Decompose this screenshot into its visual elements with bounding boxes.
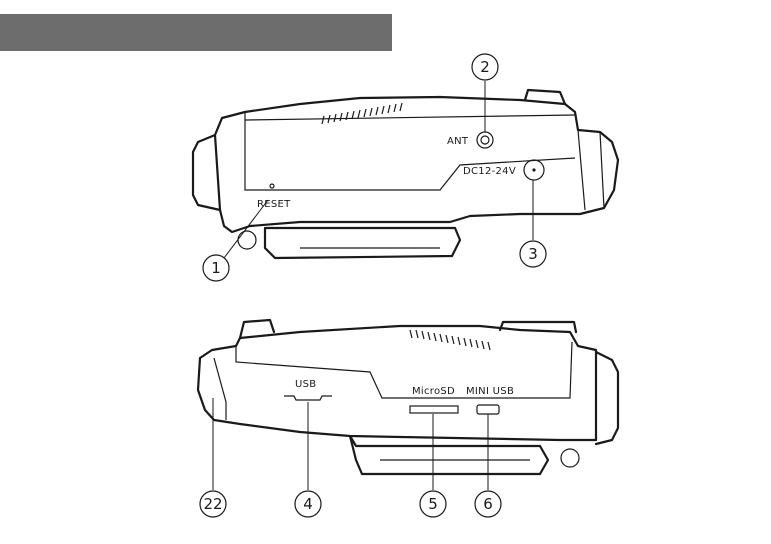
bottom-device-view: USB MicroSD MINI USB 22 4 5 6 bbox=[198, 320, 618, 517]
dc-label: DC12-24V bbox=[463, 166, 516, 177]
callout-5: 5 bbox=[428, 495, 438, 513]
microsd-slot-icon bbox=[410, 406, 458, 413]
reset-hole-icon bbox=[270, 184, 274, 188]
usb-label: USB bbox=[295, 379, 316, 390]
top-device-view: RESET ANT DC12-24V 1 2 3 bbox=[193, 54, 618, 281]
top-vents bbox=[322, 103, 402, 124]
callout-3: 3 bbox=[528, 245, 538, 263]
microsd-label: MicroSD bbox=[412, 386, 455, 397]
callout-4: 4 bbox=[303, 495, 313, 513]
callout-2: 2 bbox=[480, 58, 490, 76]
usb-port-icon bbox=[284, 396, 332, 400]
mini-usb-port-icon bbox=[477, 405, 499, 414]
mini-usb-label: MINI USB bbox=[466, 386, 514, 397]
bottom-vents bbox=[410, 330, 490, 350]
callout-6: 6 bbox=[483, 495, 493, 513]
ant-connector-icon bbox=[477, 132, 493, 148]
callout-22: 22 bbox=[203, 495, 222, 513]
callout-1: 1 bbox=[211, 259, 221, 277]
ant-label: ANT bbox=[447, 136, 469, 147]
